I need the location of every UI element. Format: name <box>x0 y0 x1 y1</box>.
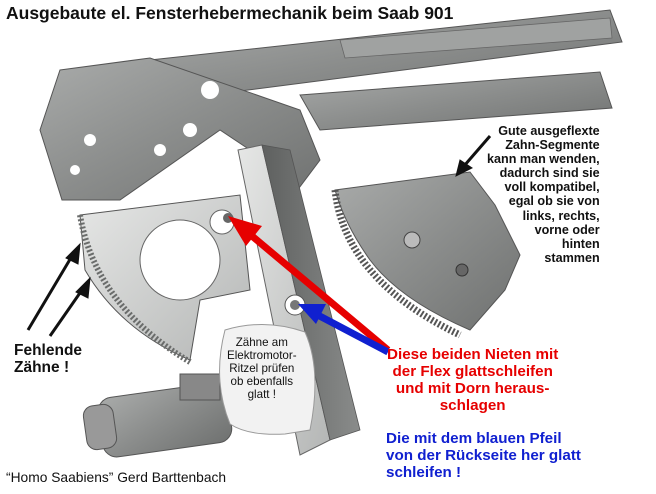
motor-note-line: Ritzel prüfen <box>229 361 295 375</box>
missing-teeth-line: Zähne ! <box>14 359 70 377</box>
motor-note-line: glatt ! <box>247 387 276 401</box>
blue-note: Die mit dem blauen Pfeil von der Rücksei… <box>386 430 581 481</box>
segment-note-line: Zahn-Segmente <box>505 138 600 153</box>
red-note-line: der Flex glattschleifen <box>392 363 553 381</box>
missing-teeth-line: Fehlende <box>14 342 83 359</box>
red-arrow <box>228 216 391 353</box>
segment-note-line: hinten <box>561 236 600 251</box>
black-arrows <box>26 135 492 337</box>
segment-note-line: stammen <box>544 250 600 265</box>
motor-note: Zähne am Elektromotor- Ritzel prüfen ob … <box>227 336 297 401</box>
backplate <box>39 57 321 201</box>
blue-note-line: Die mit dem blauen Pfeil <box>386 430 562 447</box>
segment-note-line: dadurch sind sie <box>499 166 600 181</box>
segment-note-line: egal ob sie von <box>508 194 600 209</box>
top-rails <box>149 9 623 131</box>
toothed-segment-right <box>331 171 521 339</box>
electric-motor <box>82 373 233 458</box>
segment-note-line: voll kompatibel, <box>504 180 600 195</box>
segment-note-line: Gute ausgeflexte <box>498 124 600 138</box>
motor-note-line: Zähne am <box>235 336 288 349</box>
blue-note-line: schleifen ! <box>386 464 462 482</box>
segment-note-line: links, rechts, <box>522 208 600 223</box>
toothed-segment-left <box>77 194 306 365</box>
red-note-line: Diese beiden Nieten mit <box>387 346 559 363</box>
blue-arrow <box>298 304 390 356</box>
blue-note-line: von der Rückseite her glatt <box>386 447 581 465</box>
missing-teeth-label: Fehlende Zähne ! <box>14 342 82 377</box>
photo-title: Ausgebaute el. Fensterhebermechanik beim… <box>6 3 454 23</box>
motor-note-line: ob ebenfalls <box>230 374 294 388</box>
red-note-line: und mit Dorn heraus- <box>395 380 550 398</box>
red-note: Diese beiden Nieten mit der Flex glattsc… <box>387 346 558 414</box>
motor-note-line: Elektromotor- <box>227 348 297 362</box>
motor-note-bubble <box>219 324 316 435</box>
segment-note: Gute ausgeflexte Zahn-Segmente kann man … <box>487 124 600 265</box>
segment-note-line: kann man wenden, <box>487 152 600 167</box>
segment-note-line: vorne oder <box>534 222 600 237</box>
red-note-line: schlagen <box>439 397 506 415</box>
photo-credit: “Homo Saabiens” Gerd Barttenbach <box>6 470 227 485</box>
